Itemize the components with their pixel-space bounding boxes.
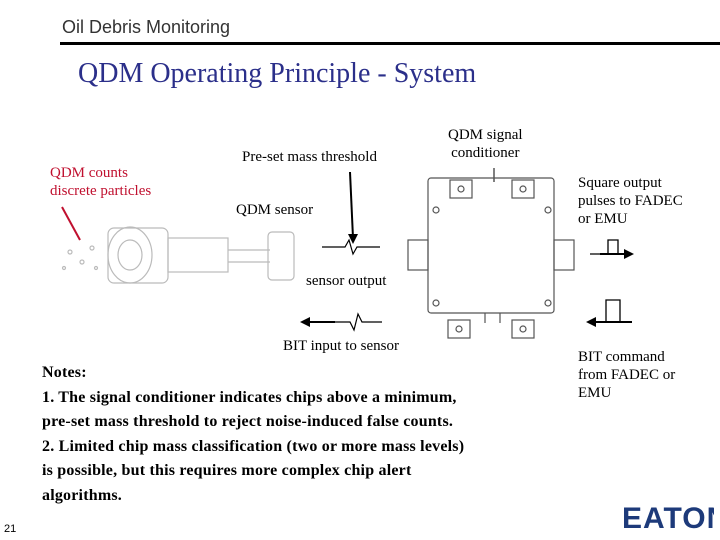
notes-line: algorithms. xyxy=(42,486,122,504)
particle-arrow xyxy=(61,206,81,241)
slide-title: QDM Operating Principle - System xyxy=(78,58,477,89)
notes-line: is possible, but this requires more comp… xyxy=(42,462,412,479)
notes-line: pre-set mass threshold to reject noise-i… xyxy=(42,413,454,430)
eaton-logo: EATON xyxy=(622,502,714,532)
header-rule xyxy=(60,42,720,45)
preset-threshold-label: Pre-set mass threshold xyxy=(242,149,377,165)
bit-command-label: BIT command from FADEC or EMU xyxy=(578,349,676,401)
bit-command-waveform xyxy=(590,299,632,323)
threshold-arrow xyxy=(349,171,354,239)
signal-conditioner-label: QDM signal conditioner xyxy=(448,127,523,161)
qdm-sensor-label: QDM sensor xyxy=(236,202,314,218)
qdm-sensor-image xyxy=(61,226,295,284)
notes-line: 1. The signal conditioner indicates chip… xyxy=(42,388,457,406)
signal-conditioner-image xyxy=(407,177,575,339)
bit-input-waveform xyxy=(335,312,382,332)
sensor-output-label: sensor output xyxy=(306,273,387,289)
counts-label: QDM counts discrete particles xyxy=(50,165,152,199)
page-number: 21 xyxy=(4,523,17,535)
section-header: Oil Debris Monitoring xyxy=(62,17,231,37)
svg-text:EATON: EATON xyxy=(622,502,714,532)
notes-heading: Notes: xyxy=(42,364,87,381)
notes-line: 2. Limited chip mass classification (two… xyxy=(42,437,465,455)
bit-input-label: BIT input to sensor xyxy=(283,338,399,354)
square-output-label: Square output pulses to FADEC or EMU xyxy=(578,175,683,227)
sensor-output-waveform xyxy=(322,238,380,256)
notes-block: Notes: 1. The signal conditioner indicat… xyxy=(42,361,562,508)
